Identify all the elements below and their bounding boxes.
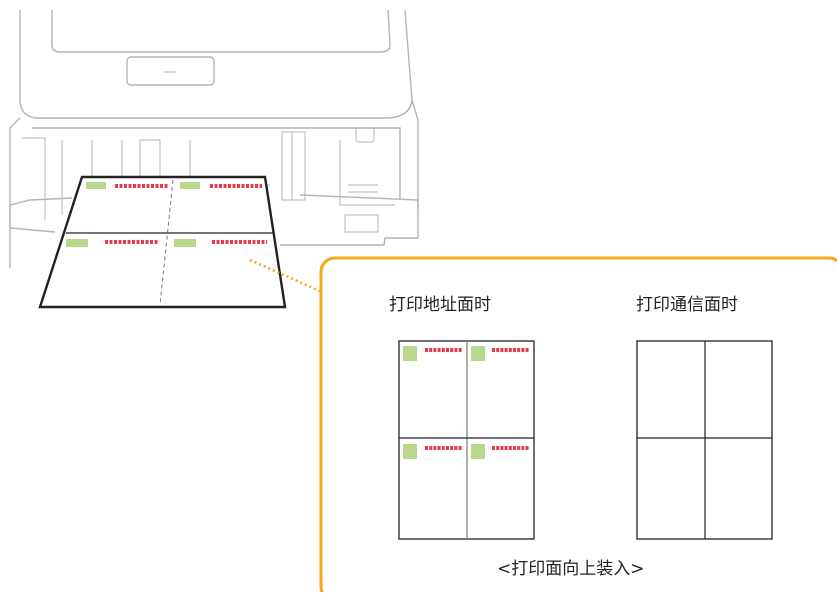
stamp-icon (403, 444, 417, 459)
stamp-icon (471, 444, 485, 459)
address-side-sheet (398, 340, 535, 540)
control-panel (126, 56, 215, 86)
stamp-icon (86, 182, 106, 189)
load-instruction-label: <打印面向上装入> (497, 559, 645, 579)
stamp-icon (471, 346, 485, 361)
message-side-sheet (636, 340, 773, 540)
callout-leader (249, 258, 323, 294)
address-side-label: 打印地址面时 (389, 295, 491, 315)
postcard-sheet (38, 175, 287, 309)
message-side-label: 打印通信面时 (636, 295, 738, 315)
stamp-icon (180, 182, 200, 189)
stamp-icon (174, 239, 196, 247)
stamp-icon (403, 346, 417, 361)
stamp-icon (66, 239, 88, 247)
